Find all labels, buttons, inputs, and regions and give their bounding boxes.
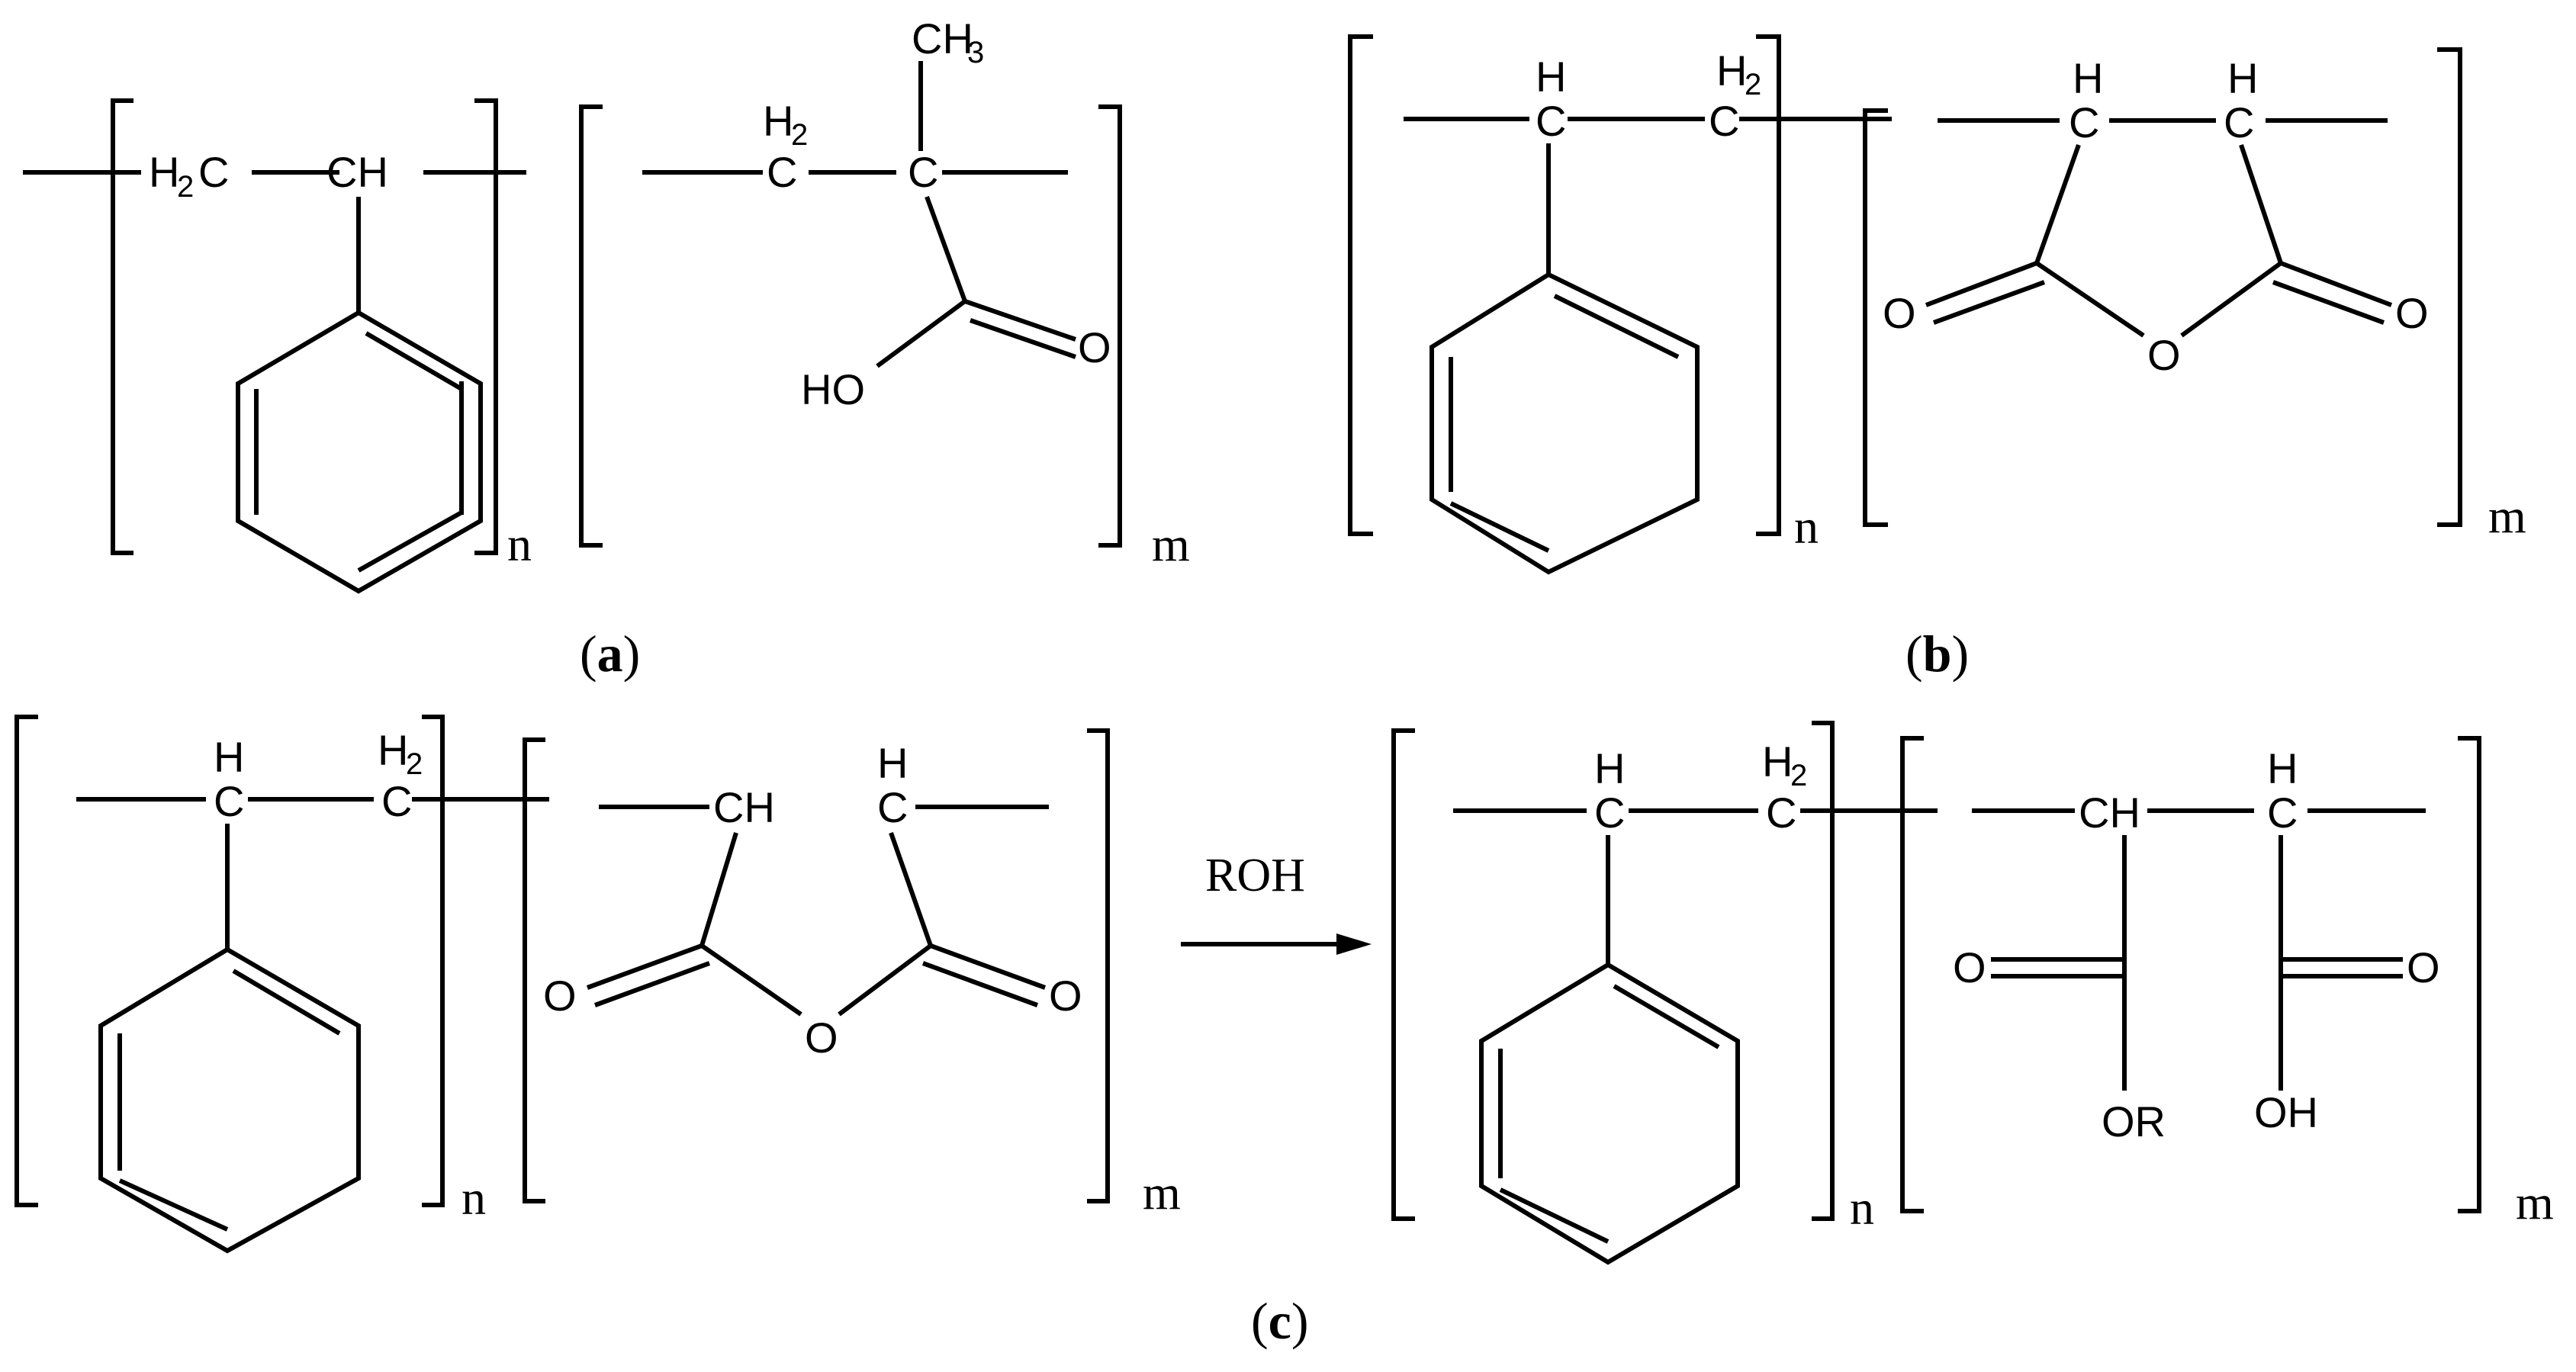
b-o-left: O bbox=[1883, 289, 1916, 337]
b-h: H bbox=[1536, 53, 1566, 101]
c-left-h2: H bbox=[378, 726, 408, 774]
panel-c-right-labels: H C H 2 C CH H C O O OR OH n m bbox=[1594, 737, 2554, 1235]
b-h2: H bbox=[1716, 47, 1747, 95]
b-c1: C bbox=[1536, 97, 1566, 145]
a-h2c-c: C bbox=[198, 148, 229, 196]
a-ho: HO bbox=[801, 365, 865, 413]
caption-c: (c) bbox=[1251, 1292, 1309, 1350]
c-right-h: H bbox=[1594, 744, 1625, 792]
c-right-c2: C bbox=[1766, 789, 1796, 837]
panel-b-bonds bbox=[1348, 34, 2462, 575]
reagent-roh: ROH bbox=[1205, 850, 1305, 901]
svg-text:(b): (b) bbox=[1905, 625, 1969, 683]
c-right-or: OR bbox=[2102, 1097, 2166, 1145]
b-c-anh2: C bbox=[2224, 98, 2254, 146]
b-c2: C bbox=[1709, 97, 1739, 145]
svg-text:(a): (a) bbox=[580, 625, 640, 683]
c-right-c1: C bbox=[1594, 789, 1625, 837]
c-left-h: H bbox=[214, 733, 244, 781]
a-h2-sub: 2 bbox=[791, 118, 808, 152]
panel-c-left-labels: H C H 2 C CH H C O O O n m bbox=[214, 726, 1181, 1225]
c-right-m: m bbox=[2516, 1175, 2554, 1229]
c-left-c-anh2: C bbox=[877, 783, 908, 831]
b-h-anh1: H bbox=[2073, 54, 2103, 102]
caption-c-letter: c bbox=[1269, 1292, 1291, 1350]
c-left-c1: C bbox=[214, 777, 244, 825]
panel-a-labels: H 2 C CH H 2 C C CH 3 O HO n m bbox=[149, 14, 1190, 571]
panel-a-bonds bbox=[23, 61, 1122, 594]
c-right-h-acid2: H bbox=[2267, 744, 2298, 792]
panel-c-right-bonds bbox=[1391, 721, 2481, 1265]
caption-b-letter: b bbox=[1923, 625, 1952, 683]
c-left-o-left: O bbox=[543, 972, 577, 1020]
c-right-o-left: O bbox=[1953, 943, 1986, 991]
b-o-right: O bbox=[2395, 289, 2429, 337]
a-c-quat: C bbox=[908, 148, 938, 196]
b-m: m bbox=[2488, 489, 2526, 543]
c-left-m: m bbox=[1143, 1165, 1181, 1219]
c-right-n: n bbox=[1850, 1181, 1874, 1235]
c-left-n: n bbox=[461, 1171, 486, 1225]
a-ch3-sub: 3 bbox=[967, 36, 984, 69]
c-left-o-right: O bbox=[1049, 972, 1082, 1020]
c-right-oh: OH bbox=[2254, 1088, 2318, 1136]
c-right-ch: CH bbox=[2079, 789, 2140, 837]
b-h-anh2: H bbox=[2227, 54, 2258, 102]
b-h2-sub: 2 bbox=[1745, 68, 1761, 101]
caption-b: (b) bbox=[1905, 625, 1969, 683]
a-o: O bbox=[1078, 323, 1111, 371]
a-ch: CH bbox=[326, 148, 388, 196]
caption-a: (a) bbox=[580, 625, 640, 683]
a-h2c-sub: 2 bbox=[177, 170, 194, 204]
a-ch3: CH bbox=[912, 14, 973, 63]
b-n: n bbox=[1794, 500, 1819, 554]
panel-b-labels: H C H 2 C H C H C O O O n m bbox=[1536, 47, 2526, 554]
reaction-reagent: ROH bbox=[1205, 850, 1305, 901]
caption-a-letter: a bbox=[597, 625, 623, 683]
c-left-h2-sub: 2 bbox=[406, 747, 423, 781]
c-left-h-anh2: H bbox=[877, 739, 908, 787]
a-n: n bbox=[507, 517, 532, 571]
a-c-ch2: C bbox=[767, 148, 797, 196]
a-m: m bbox=[1152, 517, 1190, 571]
b-o-ring: O bbox=[2147, 331, 2181, 379]
panel-c-left-bonds bbox=[14, 715, 1110, 1254]
c-right-h2-sub: 2 bbox=[1790, 759, 1807, 792]
c-left-o-ring: O bbox=[805, 1014, 838, 1062]
reaction-arrow bbox=[1181, 933, 1372, 955]
c-right-h2: H bbox=[1762, 737, 1793, 786]
a-h2c-h: H bbox=[149, 148, 179, 196]
b-c-anh1: C bbox=[2069, 98, 2099, 146]
c-right-c-acid2: C bbox=[2267, 789, 2298, 837]
c-left-c2: C bbox=[381, 777, 412, 825]
a-h2-h: H bbox=[763, 97, 793, 145]
c-right-o-right: O bbox=[2407, 943, 2440, 991]
svg-text:(c): (c) bbox=[1251, 1292, 1309, 1350]
c-left-ch: CH bbox=[713, 783, 775, 831]
